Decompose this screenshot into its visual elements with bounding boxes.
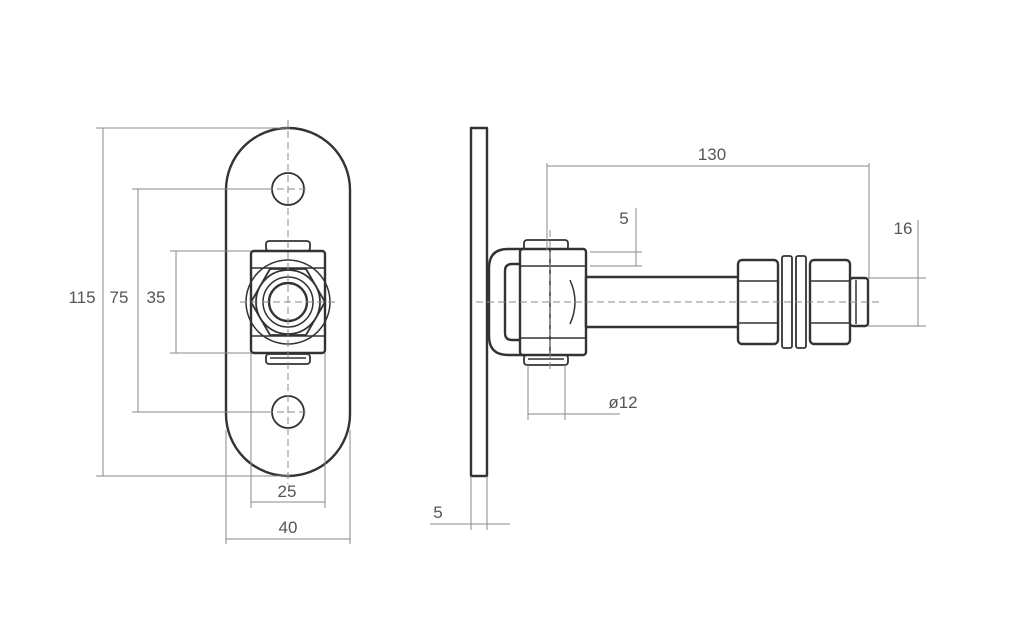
dim-label-overall-height: 115 bbox=[68, 288, 95, 307]
dim-label-hole-spacing: 75 bbox=[110, 288, 129, 307]
side-dimensions bbox=[430, 163, 926, 530]
dim-label-thread-size: 16 bbox=[894, 219, 913, 238]
dim-label-inner-width: 25 bbox=[278, 482, 297, 501]
dim-label-pin-diameter: ø12 bbox=[608, 393, 637, 412]
side-bottom-cap bbox=[523, 354, 569, 366]
dim-label-bracket-height: 35 bbox=[147, 288, 166, 307]
front-dimensions bbox=[96, 127, 351, 544]
dim-label-plate-thickness: 5 bbox=[433, 503, 442, 522]
dim-label-offset: 5 bbox=[619, 209, 628, 228]
side-view bbox=[469, 126, 880, 478]
dim-label-pin-length: 130 bbox=[698, 145, 726, 164]
dim-label-plate-width: 40 bbox=[279, 518, 298, 537]
front-view bbox=[224, 120, 352, 484]
